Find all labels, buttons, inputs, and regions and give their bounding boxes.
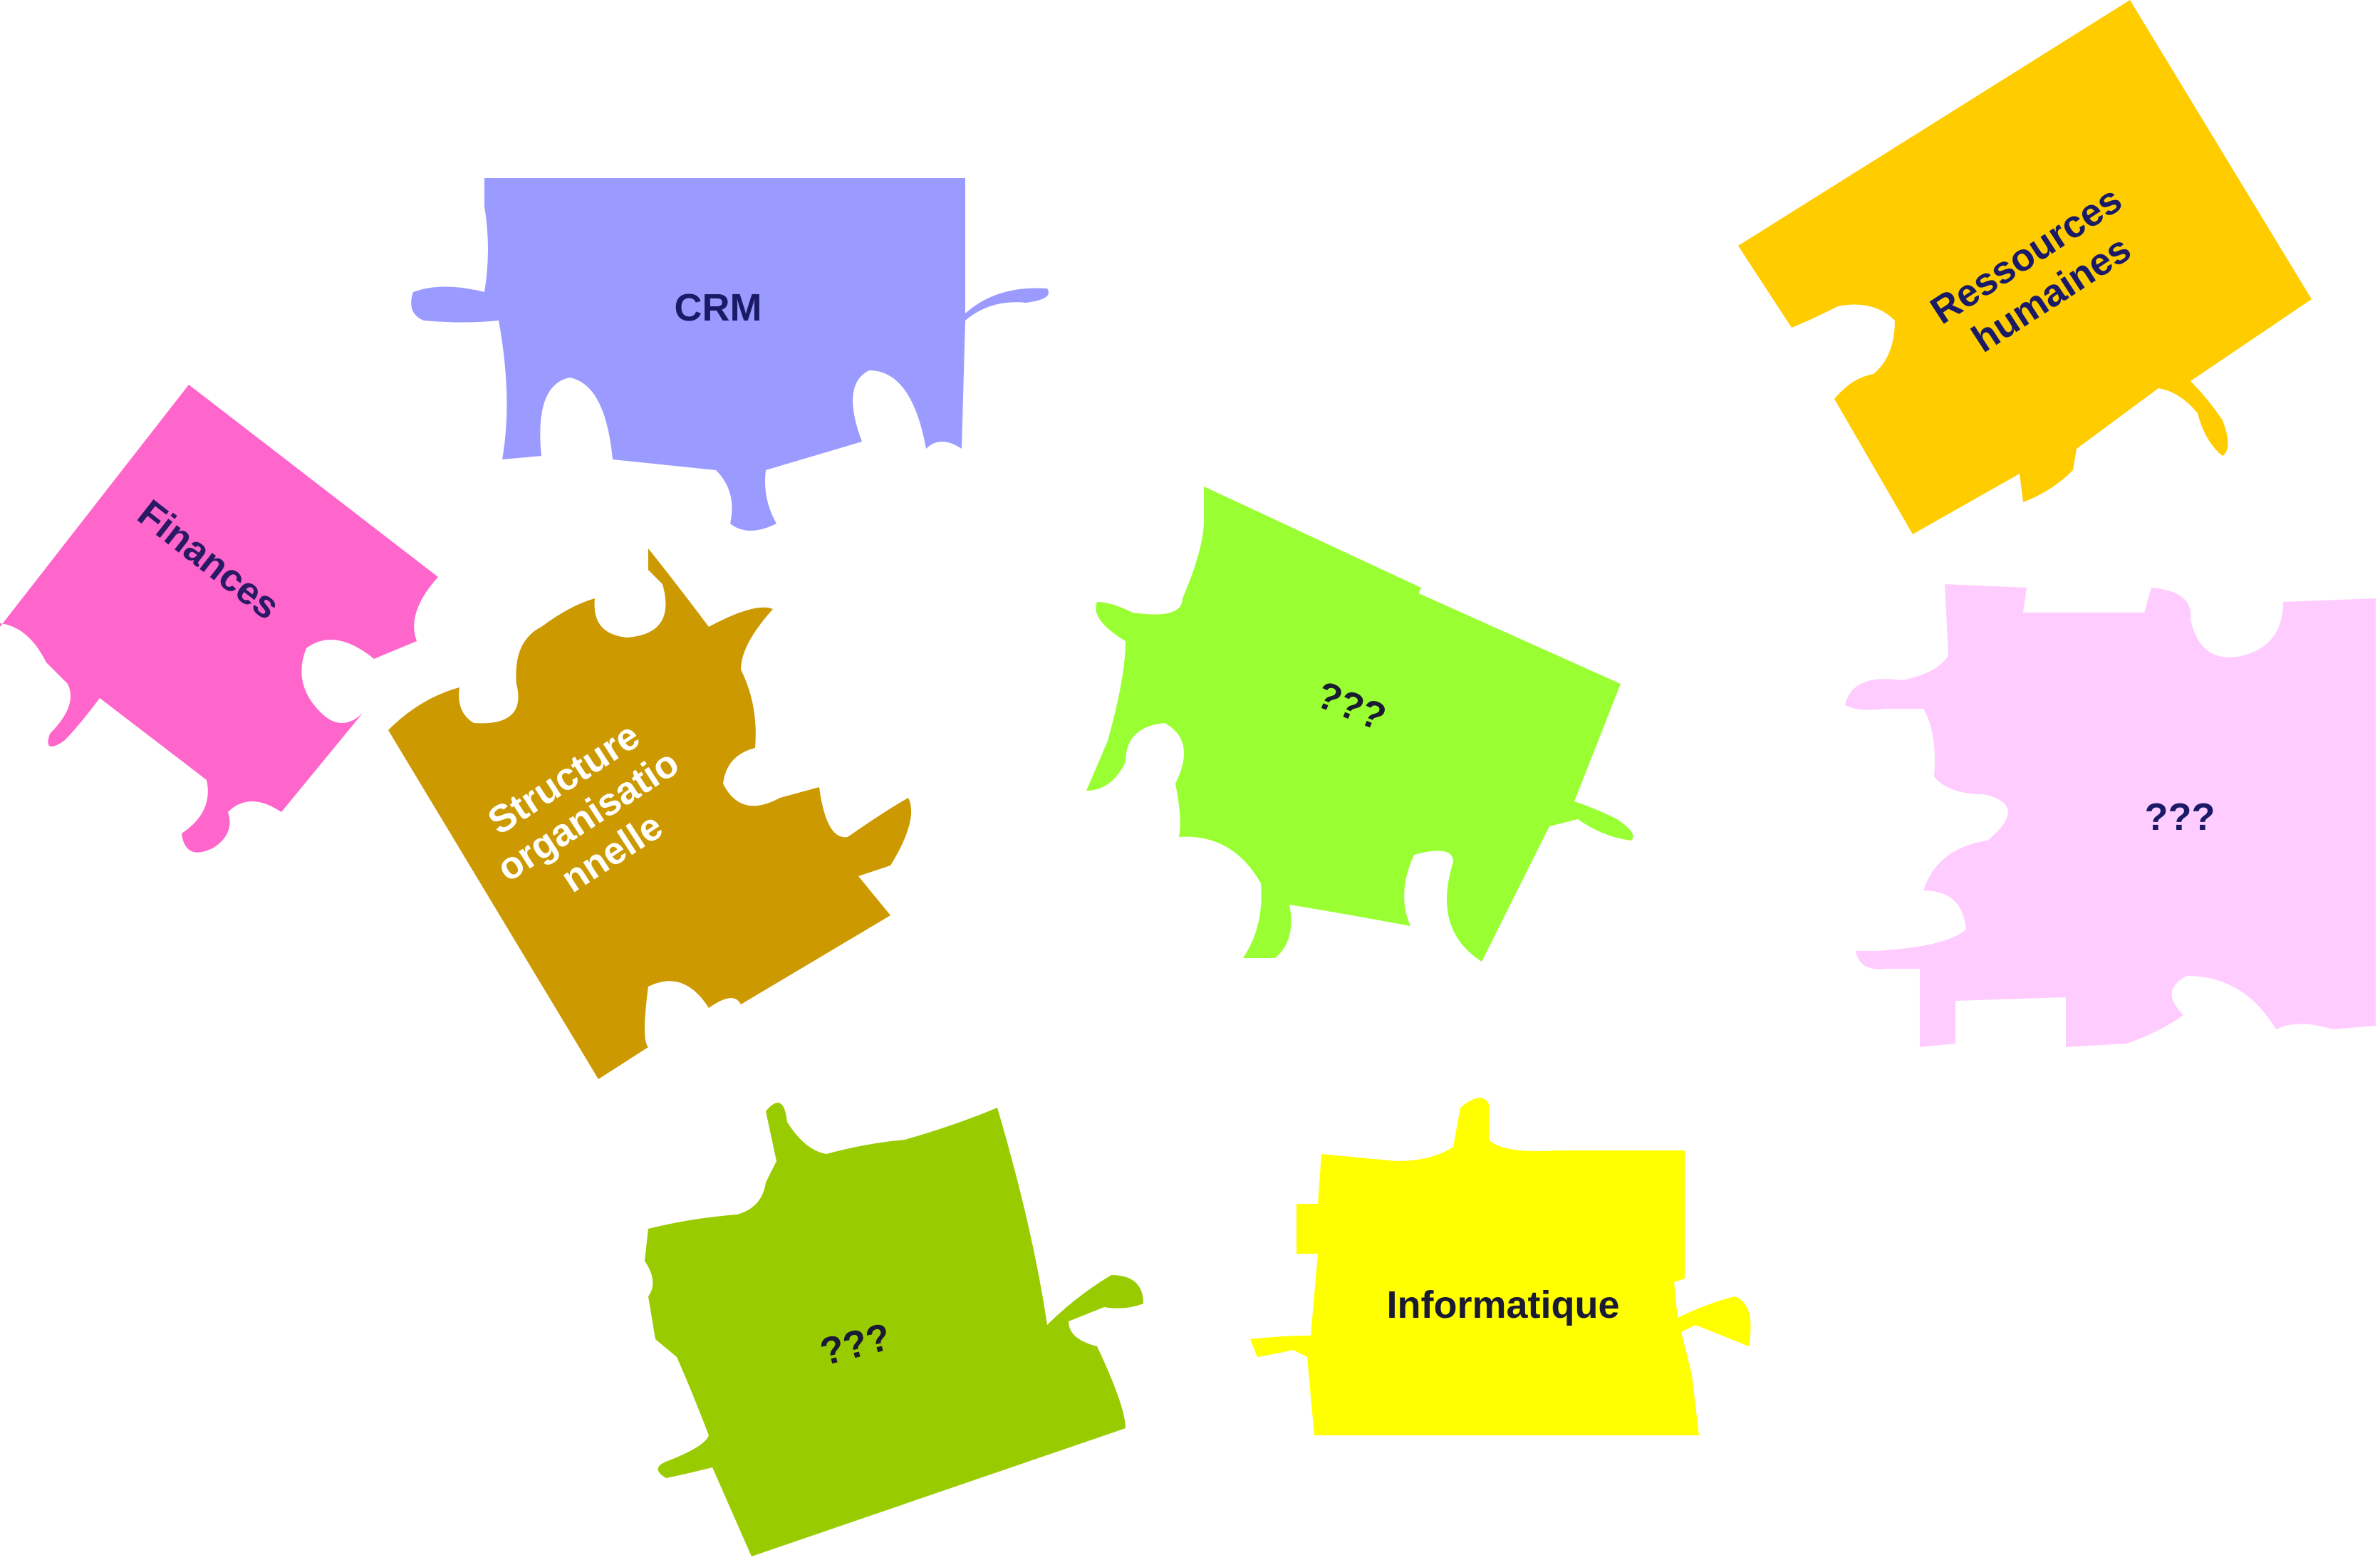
piece-shape-finances [0,385,438,853]
piece-shape-rh [1738,0,2312,534]
piece-shape-structure [388,548,912,1079]
piece-shape-unknown-green [1086,487,1633,962]
piece-shape-unknown-olive [645,1103,1143,1556]
piece-shape-informatique [1250,1098,1751,1435]
puzzle-piece-unknown-olive: ??? [645,1103,1143,1556]
puzzle-piece-unknown-green: ??? [1086,487,1633,962]
piece-label-unknown-pink: ??? [2145,796,2215,838]
puzzle-piece-informatique: Informatique [1250,1098,1751,1435]
puzzle-piece-finances: Finances [0,385,438,853]
piece-shape-unknown-pink [1845,584,2376,1047]
piece-shape-crm [411,178,1049,531]
puzzle-piece-structure: Structure organisatio nnelle [388,548,912,1079]
puzzle-piece-unknown-pink: ??? [1845,584,2376,1047]
puzzle-piece-crm: CRM [411,178,1049,531]
piece-label-crm: CRM [675,286,762,329]
piece-label-informatique: Informatique [1386,1284,1619,1326]
puzzle-piece-rh: Ressources humaines [1738,0,2312,534]
